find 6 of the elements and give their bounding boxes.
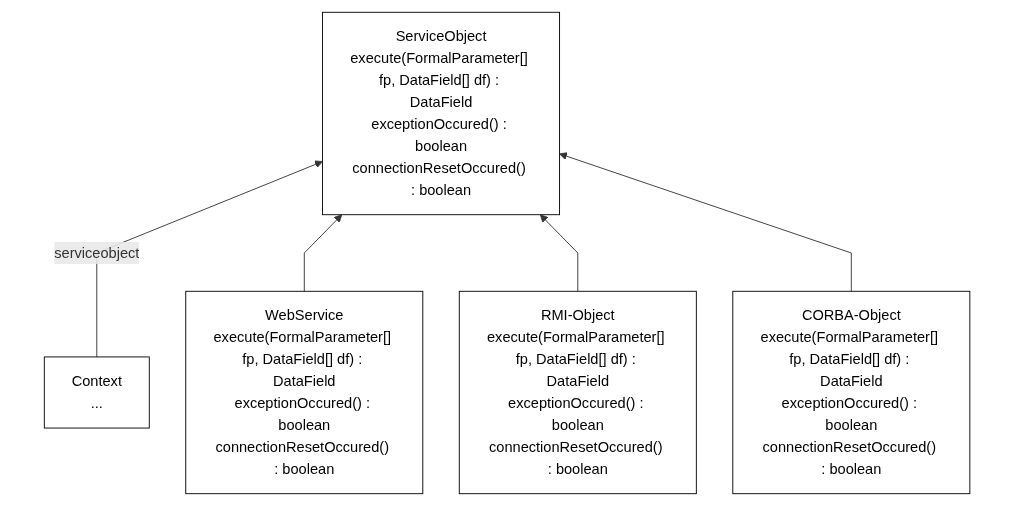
node-box: WebService execute(FormalParameter[] fp, DataField[] df) : DataField exceptionOccured() : boolean connectionResetOccured() : boolean (185, 290, 424, 495)
node-box: RMI-Object execute(FormalParameter[] fp, DataField[] df) : DataField exceptionOccured() : boolean connectionResetOccured() : boolean (459, 290, 698, 495)
node-box: ServiceObject execute(FormalParameter[] fp, DataField[] df) : DataField exceptionOccured() : boolean connectionResetOccured() : boolean (322, 11, 561, 216)
edge-label: serviceobject (54, 244, 140, 261)
node-box: Context ... (44, 356, 151, 429)
node-box: CORBA-Object execute(FormalParameter[] fp, DataField[] df) : DataField exceptionOccured() : boolean connectionResetOccured() : boolean (732, 290, 971, 495)
